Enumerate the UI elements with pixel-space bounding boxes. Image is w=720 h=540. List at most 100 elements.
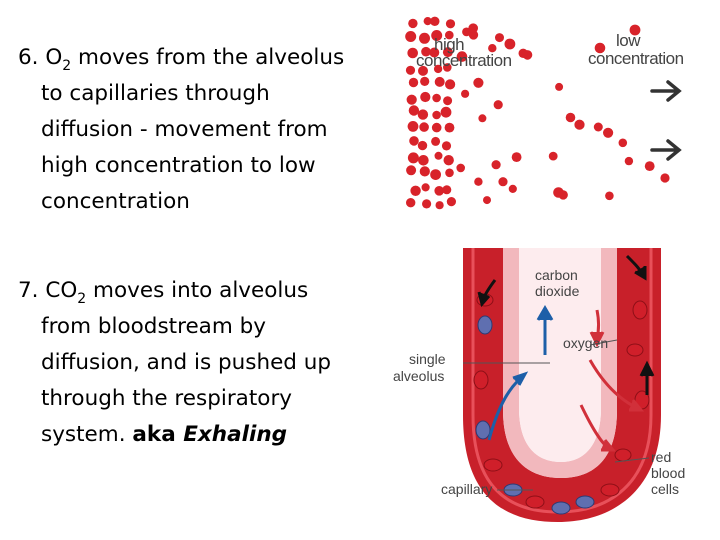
- particle-dot: [491, 160, 501, 170]
- particle-dot: [435, 201, 444, 210]
- particle-dot: [474, 177, 483, 186]
- particle-dot: [420, 76, 430, 86]
- particle-dot: [443, 96, 453, 106]
- particle-dot: [410, 185, 421, 196]
- point-7-line-4: through the respiratory: [41, 386, 293, 411]
- particle-dot: [417, 109, 429, 120]
- particle-dot: [432, 110, 441, 120]
- point-6-line-5: concentration: [41, 189, 190, 214]
- particle-dot: [442, 185, 452, 195]
- particle-dot: [504, 38, 516, 50]
- particle-dot: [409, 136, 419, 146]
- particle-dot: [565, 112, 576, 123]
- particle-dot: [468, 30, 479, 40]
- particle-dot: [594, 42, 606, 54]
- particle-dot: [488, 44, 497, 53]
- particle-dot: [483, 196, 491, 205]
- particle-dot: [419, 166, 430, 177]
- particle-dot: [629, 24, 641, 36]
- co2-arrows: [487, 305, 554, 441]
- flow-arrows: [477, 254, 655, 395]
- particle-dot: [421, 183, 430, 192]
- particle-dot: [660, 173, 670, 183]
- particle-dot: [446, 197, 456, 207]
- particle-dot: [473, 77, 484, 88]
- particle-dot: [419, 122, 429, 132]
- particle-dot: [405, 31, 417, 42]
- particle-dot: [468, 23, 478, 33]
- particle-dot: [555, 82, 564, 91]
- particle-dot: [498, 177, 508, 187]
- particle-dot: [493, 100, 503, 110]
- particle-dot: [478, 114, 487, 123]
- particle-dot: [407, 152, 419, 164]
- right-arrow-icon: [650, 80, 682, 102]
- point-7-line-1: 7. CO2 moves into alveolus: [18, 278, 309, 307]
- point-6-line-3: diffusion - movement from: [41, 117, 328, 142]
- particle-dot: [430, 169, 441, 181]
- carbon-dioxide-label: carbon dioxide: [535, 267, 582, 299]
- particle-dot: [593, 122, 603, 132]
- capillary-label: capillary: [441, 481, 492, 497]
- particle-dot: [558, 190, 568, 200]
- particle-dot: [511, 152, 522, 163]
- particle-dot: [443, 63, 452, 72]
- particle-dot: [456, 51, 468, 62]
- particle-dot: [431, 122, 442, 133]
- particle-dot: [419, 32, 430, 44]
- point-6-text: 6. O2 moves from the alveolus to capilla…: [18, 40, 390, 220]
- particle-dot: [406, 165, 417, 176]
- particle-dot: [405, 65, 416, 75]
- point-6-line-2: to capillaries through: [41, 81, 270, 106]
- particle-dot: [421, 46, 431, 57]
- particle-dot: [406, 94, 417, 105]
- particle-dot: [420, 91, 431, 103]
- oxygen-label: oxygen: [563, 335, 608, 351]
- point-7-text: 7. CO2 moves into alveolus from bloodstr…: [18, 273, 390, 453]
- particle-dot: [442, 47, 453, 58]
- particle-dot: [518, 48, 528, 58]
- particle-dot: [445, 79, 456, 90]
- particle-dot: [548, 151, 558, 161]
- particle-dot: [443, 155, 454, 166]
- particle-dot: [603, 127, 614, 138]
- particle-dot: [433, 64, 443, 74]
- particle-dot: [429, 47, 440, 58]
- particle-dot: [408, 105, 420, 116]
- alveolus-tissue: [503, 248, 617, 478]
- particle-dot: [624, 156, 634, 166]
- capillary-vessel: [463, 248, 661, 522]
- point-6-line-4: high concentration to low: [41, 153, 316, 178]
- red-blood-cells: [473, 293, 650, 509]
- particle-dot: [408, 77, 419, 88]
- diffusion-figure: high concentration low concentration: [405, 16, 684, 210]
- particle-dot: [418, 155, 429, 166]
- point-7-line-5: system. aka Exhaling: [41, 422, 288, 447]
- particle-dot: [445, 19, 456, 29]
- particle-dot: [422, 199, 432, 209]
- particle-dot: [605, 191, 614, 201]
- point-7-line-2: from bloodstream by: [41, 314, 266, 339]
- particle-dot: [434, 151, 443, 160]
- particle-dot: [432, 93, 441, 103]
- right-arrow-icon: [650, 139, 682, 161]
- high-concentration-label: high concentration: [416, 35, 512, 70]
- particle-dot: [407, 121, 419, 132]
- particle-dot: [495, 33, 504, 43]
- red-blood-cells-label: red blood cells: [651, 449, 689, 497]
- particle-dot: [406, 198, 416, 208]
- particle-dot: [434, 76, 445, 87]
- particle-dot: [644, 161, 655, 172]
- particle-dot: [431, 30, 443, 41]
- particle-cloud: [405, 16, 670, 210]
- particle-dot: [417, 140, 428, 151]
- point-6-line-1: 6. O2 moves from the alveolus: [18, 45, 345, 74]
- particle-dot: [440, 106, 452, 118]
- particle-dot: [423, 17, 432, 26]
- alveolus-figure: carbon dioxide oxygen single alveolus re…: [393, 248, 689, 522]
- particle-dot: [574, 119, 585, 130]
- particle-dot: [430, 16, 440, 26]
- point-7-line-3: diffusion, and is pushed up: [41, 350, 332, 375]
- single-alveolus-label: single alveolus: [393, 351, 449, 384]
- particle-dot: [407, 47, 418, 59]
